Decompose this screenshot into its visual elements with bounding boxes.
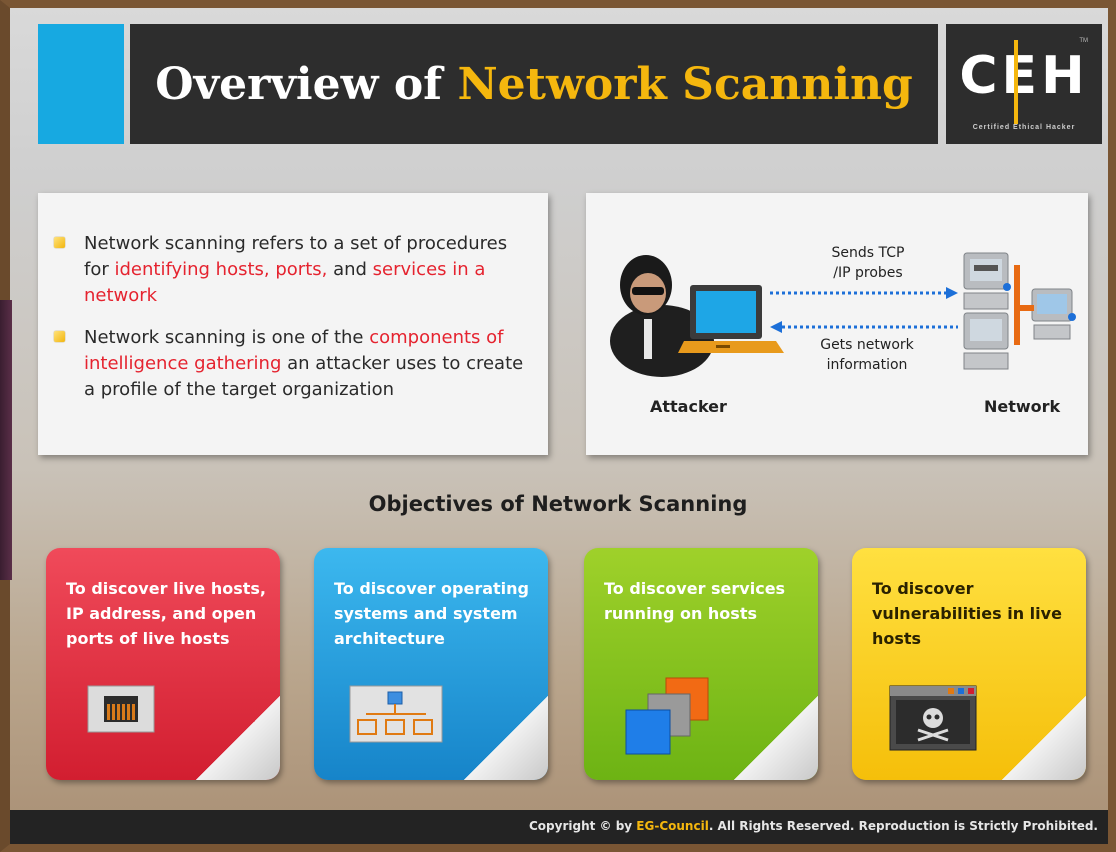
probe-label: Sends TCP /IP probes bbox=[822, 243, 914, 283]
reply-label-line-2: information bbox=[826, 357, 908, 373]
page-title: Overview of Network Scanning bbox=[155, 59, 912, 110]
objective-card-os: To discover operating systems and system… bbox=[314, 548, 548, 780]
objective-card-vulnerabilities: To discover vulnerabilities in live host… bbox=[852, 548, 1086, 780]
stacked-windows-icon bbox=[625, 677, 709, 755]
card-text: To discover vulnerabilities in live host… bbox=[872, 579, 1062, 648]
card-text: To discover live hosts, IP address, and … bbox=[66, 579, 267, 648]
bullet-square-icon bbox=[54, 331, 65, 342]
bullet-2-part-2: an attacker uses to create a profile of … bbox=[84, 353, 524, 400]
bullet-item: Network scanning is one of the component… bbox=[54, 325, 524, 403]
card-text: To discover operating systems and system… bbox=[334, 579, 529, 648]
objective-card-live-hosts: To discover live hosts, IP address, and … bbox=[46, 548, 280, 780]
left-edge-decoration bbox=[0, 300, 12, 580]
probe-label-line-1: Sends TCP bbox=[831, 245, 905, 261]
scan-diagram-panel: Sends TCP /IP probes Gets network inform… bbox=[586, 193, 1088, 455]
page-curl bbox=[464, 696, 548, 780]
copyright-suffix: . All Rights Reserved. Reproduction is S… bbox=[708, 819, 1098, 833]
page-curl bbox=[734, 696, 818, 780]
reply-label-line-1: Gets network bbox=[820, 337, 914, 353]
copyright-text: Copyright © by EG-Council. All Rights Re… bbox=[529, 819, 1098, 833]
page-curl bbox=[1002, 696, 1086, 780]
skull-window-icon bbox=[889, 685, 977, 751]
network-caption: Network bbox=[984, 397, 1061, 416]
logo-subtitle: Certified Ethical Hacker bbox=[972, 124, 1076, 131]
logo-tm: TM bbox=[1079, 38, 1088, 44]
bullet-item: Network scanning refers to a set of proc… bbox=[54, 231, 524, 309]
title-accent: Network Scanning bbox=[457, 58, 913, 110]
network-computers-icon bbox=[963, 252, 1076, 370]
card-text: To discover services running on hosts bbox=[604, 579, 786, 623]
title-plain: Overview of bbox=[155, 58, 443, 110]
bullet-1-part-1: Network scanning refers to a set of proc… bbox=[84, 233, 508, 280]
copyright-prefix: Copyright © by bbox=[528, 819, 637, 833]
ceh-logo: CEH Certified Ethical Hacker TM bbox=[946, 24, 1102, 144]
bullet-1-highlight-2: services in a network bbox=[84, 259, 486, 306]
probe-label-line-2: /IP probes bbox=[833, 265, 903, 281]
reply-label: Gets network information bbox=[802, 335, 932, 375]
copyright-brand: EG-Council bbox=[636, 819, 709, 833]
logo-letters: CEH bbox=[959, 46, 1089, 106]
scan-diagram bbox=[610, 252, 1076, 377]
attacker-caption: Attacker bbox=[650, 397, 727, 416]
bullet-1-highlight-1: identifying hosts, ports, bbox=[114, 259, 328, 280]
page-curl bbox=[196, 696, 280, 780]
attacker-figure-icon bbox=[610, 255, 714, 377]
bullet-1-part-2: and bbox=[327, 259, 373, 280]
header-bar: Overview of Network Scanning bbox=[130, 24, 938, 144]
intro-bullets: Network scanning refers to a set of proc… bbox=[54, 231, 524, 419]
laptop-icon bbox=[678, 285, 784, 353]
footer-bar: Copyright © by EG-Council. All Rights Re… bbox=[10, 810, 1108, 844]
header-accent-block bbox=[38, 24, 124, 144]
ethernet-port-icon bbox=[87, 685, 155, 733]
bullet-square-icon bbox=[54, 237, 65, 248]
bullet-text-2: Network scanning is one of the component… bbox=[84, 325, 524, 403]
bullet-text-1: Network scanning refers to a set of proc… bbox=[84, 231, 524, 309]
logo-divider-1 bbox=[1014, 40, 1018, 124]
objectives-title: Objectives of Network Scanning bbox=[368, 492, 748, 516]
intro-panel: Network scanning refers to a set of proc… bbox=[38, 193, 548, 455]
objective-card-services: To discover services running on hosts bbox=[584, 548, 818, 780]
architecture-icon bbox=[349, 685, 443, 743]
bullet-2-highlight-1: components of intelligence gathering bbox=[84, 327, 504, 374]
bullet-2-part-1: Network scanning is one of the bbox=[84, 327, 370, 348]
